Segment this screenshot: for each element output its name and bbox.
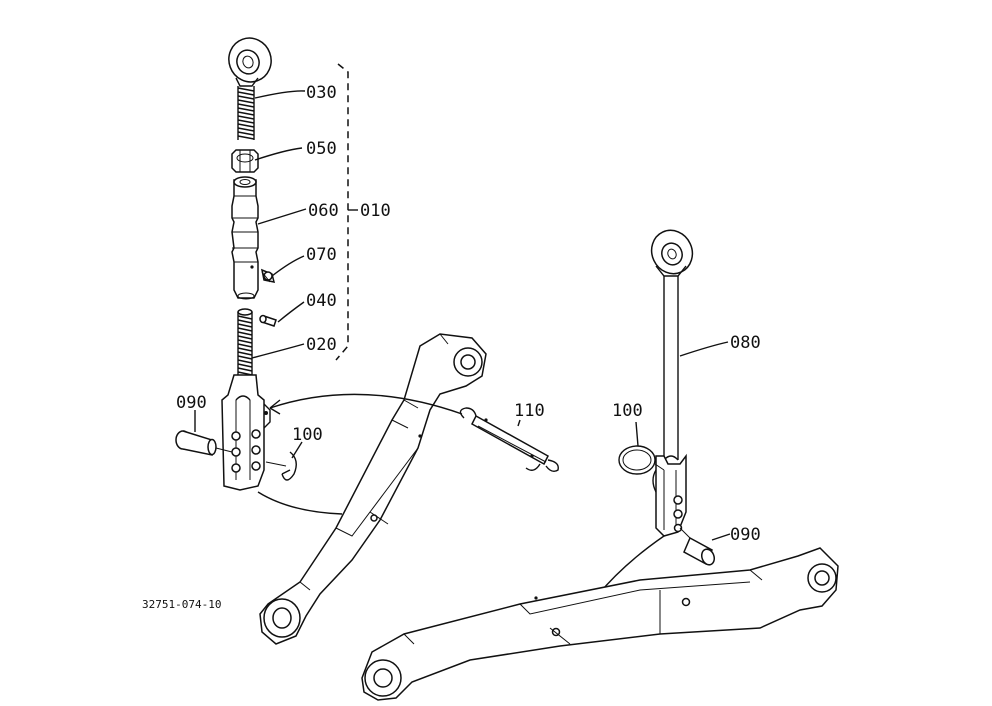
label-060: 060 — [308, 201, 339, 221]
rod-eye-080 — [650, 229, 694, 277]
figure-code: 32751-074-10 — [142, 598, 221, 611]
lower-link-left — [259, 333, 487, 645]
assembly-arrow-head — [269, 399, 281, 415]
assembly-curve-lower — [257, 491, 343, 515]
label-040: 040 — [306, 291, 337, 311]
label-050: 050 — [306, 139, 337, 159]
leader-line-080 — [679, 341, 729, 357]
label-100-right: 100 — [612, 401, 643, 421]
label-080: 080 — [730, 333, 761, 353]
label-020: 020 — [306, 335, 337, 355]
label-110: 110 — [514, 401, 545, 421]
pin-040 — [259, 314, 277, 327]
grease-nipple-070 — [260, 268, 276, 283]
label-010: 010 — [360, 201, 391, 221]
threaded-clevis-020 — [237, 308, 253, 376]
snap-ring-100-right — [618, 421, 665, 475]
label-090-right: 090 — [730, 525, 761, 545]
turnbuckle-body-060 — [231, 176, 259, 300]
label-070: 070 — [306, 245, 337, 265]
lock-nut-050 — [231, 149, 259, 173]
spring-110 — [459, 407, 559, 473]
rod-080 — [663, 276, 679, 461]
rod-clevis-080 — [652, 453, 687, 537]
clevis-pin-090-left — [175, 430, 233, 456]
label-030: 030 — [306, 83, 337, 103]
label-090-left: 090 — [176, 393, 207, 413]
assembly-curve-upper — [269, 393, 463, 415]
label-100-left: 100 — [292, 425, 323, 445]
clevis-pin-090-right — [679, 527, 731, 566]
rod-end-eye-030 — [228, 37, 272, 87]
lower-link-right — [361, 547, 839, 701]
assembly-bracket-010 — [335, 63, 349, 361]
clevis-fork-020 — [221, 374, 271, 491]
threaded-stud-030 — [237, 86, 255, 140]
leader-lines-left — [194, 90, 307, 459]
snap-ring-100-left — [265, 451, 297, 481]
